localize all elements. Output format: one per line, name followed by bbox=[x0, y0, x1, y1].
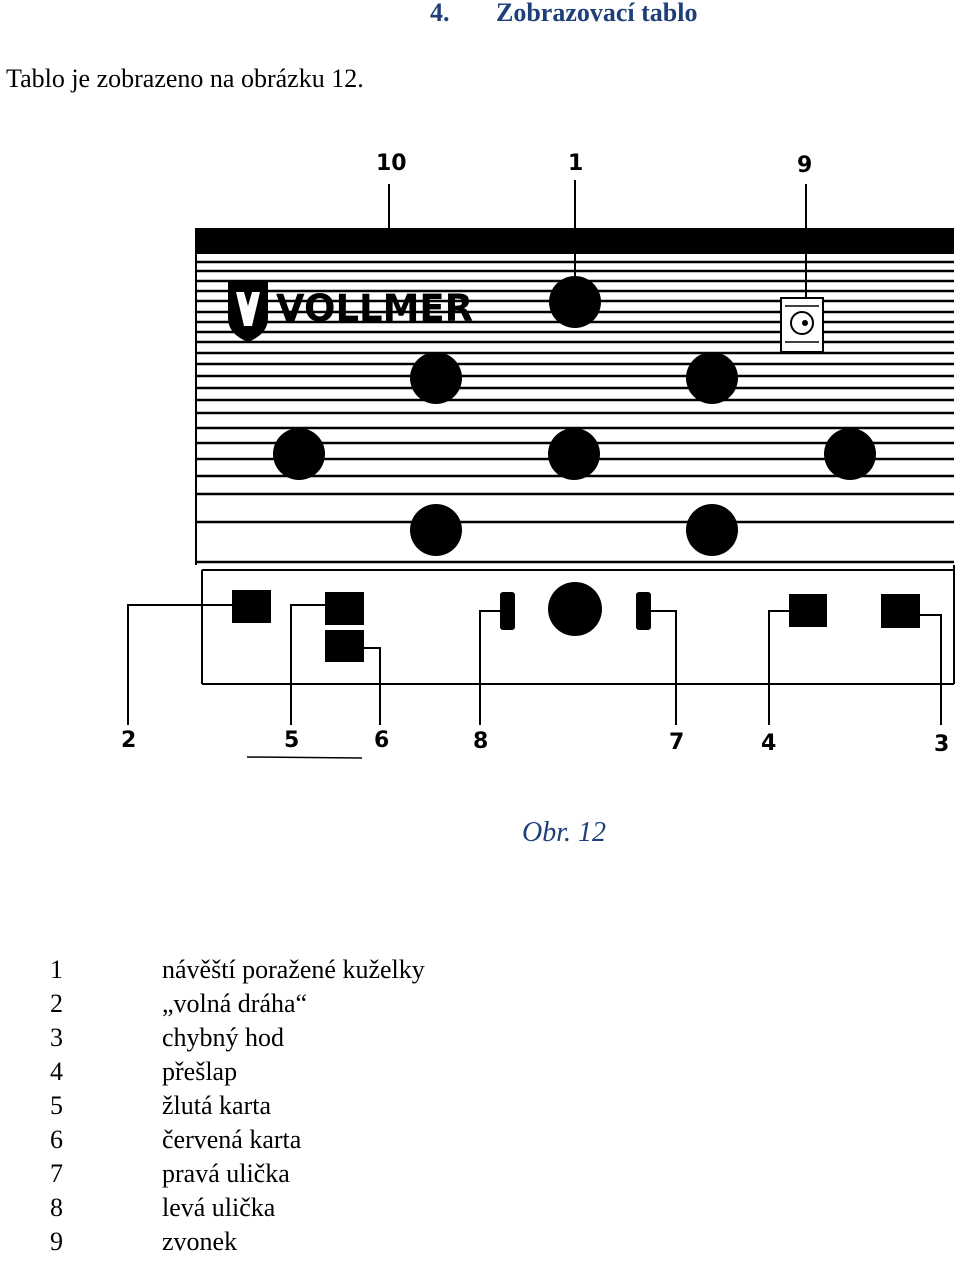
scoreboard-figure: VOLLMER bbox=[121, 151, 955, 759]
section-title: Zobrazovací tablo bbox=[496, 0, 698, 27]
right-lane-indicator bbox=[636, 592, 651, 630]
legend-number: 4 bbox=[50, 1057, 63, 1086]
bell-icon bbox=[790, 311, 814, 335]
pin-lamp bbox=[549, 276, 601, 328]
legend-number: 2 bbox=[50, 989, 63, 1018]
legend-number: 7 bbox=[50, 1159, 63, 1188]
legend-item: 1 návěští poražené kuželky bbox=[0, 955, 960, 989]
pin-lamp bbox=[686, 352, 738, 404]
legend-text: „volná dráha“ bbox=[162, 989, 308, 1018]
legend-text: červená karta bbox=[162, 1125, 302, 1154]
logo-v-mark-icon bbox=[236, 292, 260, 326]
legend-number: 1 bbox=[50, 955, 63, 984]
board-stripes bbox=[196, 260, 954, 564]
legend-list: 1 návěští poražené kuželky 2 „volná dráh… bbox=[0, 955, 960, 1261]
pin-lamp bbox=[410, 504, 462, 556]
legend-text: chybný hod bbox=[162, 1023, 285, 1052]
legend-number: 3 bbox=[50, 1023, 63, 1052]
legend-text: žlutá karta bbox=[162, 1091, 271, 1120]
red-card-indicator bbox=[325, 630, 364, 662]
pin-lamp bbox=[686, 504, 738, 556]
board-outline bbox=[195, 228, 955, 685]
board-top-band bbox=[196, 228, 954, 254]
callout-6: 6 bbox=[374, 728, 389, 753]
callout-8: 8 bbox=[473, 729, 488, 754]
legend-number: 9 bbox=[50, 1227, 63, 1256]
pin-lamp bbox=[548, 428, 600, 480]
legend-item: 8 levá ulička bbox=[0, 1193, 960, 1227]
legend-item: 4 přešlap bbox=[0, 1057, 960, 1091]
scoreboard-drawing: VOLLMER bbox=[121, 151, 955, 759]
yellow-card-indicator bbox=[325, 592, 364, 625]
figure-caption: Obr. 12 bbox=[522, 817, 607, 848]
callout-4: 4 bbox=[761, 731, 776, 756]
callout-10: 10 bbox=[376, 151, 407, 176]
callout-3: 3 bbox=[934, 732, 949, 757]
legend-number: 8 bbox=[50, 1193, 63, 1222]
callout-9: 9 bbox=[797, 153, 812, 178]
legend-item: 2 „volná dráha“ bbox=[0, 989, 960, 1023]
lane-free-indicator bbox=[232, 590, 271, 623]
pin-lamp bbox=[273, 428, 325, 480]
callout-1: 1 bbox=[568, 151, 583, 176]
legend-item: 5 žlutá karta bbox=[0, 1091, 960, 1125]
legend-item: 7 pravá ulička bbox=[0, 1159, 960, 1193]
foul-throw-indicator bbox=[881, 594, 920, 628]
intro-text: Tablo je zobrazeno na obrázku 12. bbox=[6, 64, 364, 93]
callout-2: 2 bbox=[121, 728, 136, 753]
center-lamp bbox=[548, 582, 602, 636]
vollmer-logo: VOLLMER bbox=[228, 282, 473, 342]
legend-item: 6 červená karta bbox=[0, 1125, 960, 1159]
bottom-indicators bbox=[232, 582, 920, 662]
pin-lamps bbox=[273, 276, 876, 556]
legend-number: 6 bbox=[50, 1125, 63, 1154]
legend-text: návěští poražené kuželky bbox=[162, 955, 425, 984]
legend-text: pravá ulička bbox=[162, 1159, 290, 1188]
section-number: 4. bbox=[430, 0, 450, 27]
legend-item: 3 chybný hod bbox=[0, 1023, 960, 1057]
legend-text: zvonek bbox=[162, 1227, 238, 1256]
foot-fault-indicator bbox=[789, 594, 827, 627]
legend-item: 9 zvonek bbox=[0, 1227, 960, 1261]
pin-lamp bbox=[410, 352, 462, 404]
logo-text: VOLLMER bbox=[276, 287, 473, 330]
pin-lamp bbox=[824, 428, 876, 480]
callout-7: 7 bbox=[669, 730, 684, 755]
legend-number: 5 bbox=[50, 1091, 63, 1120]
callout-leaders-bottom bbox=[127, 604, 942, 759]
section-heading: 4. Zobrazovací tablo bbox=[430, 0, 698, 28]
legend-text: přešlap bbox=[162, 1057, 238, 1086]
callout-5: 5 bbox=[284, 728, 299, 753]
legend-text: levá ulička bbox=[162, 1193, 276, 1222]
left-lane-indicator bbox=[500, 592, 515, 630]
bell-box bbox=[780, 297, 824, 353]
